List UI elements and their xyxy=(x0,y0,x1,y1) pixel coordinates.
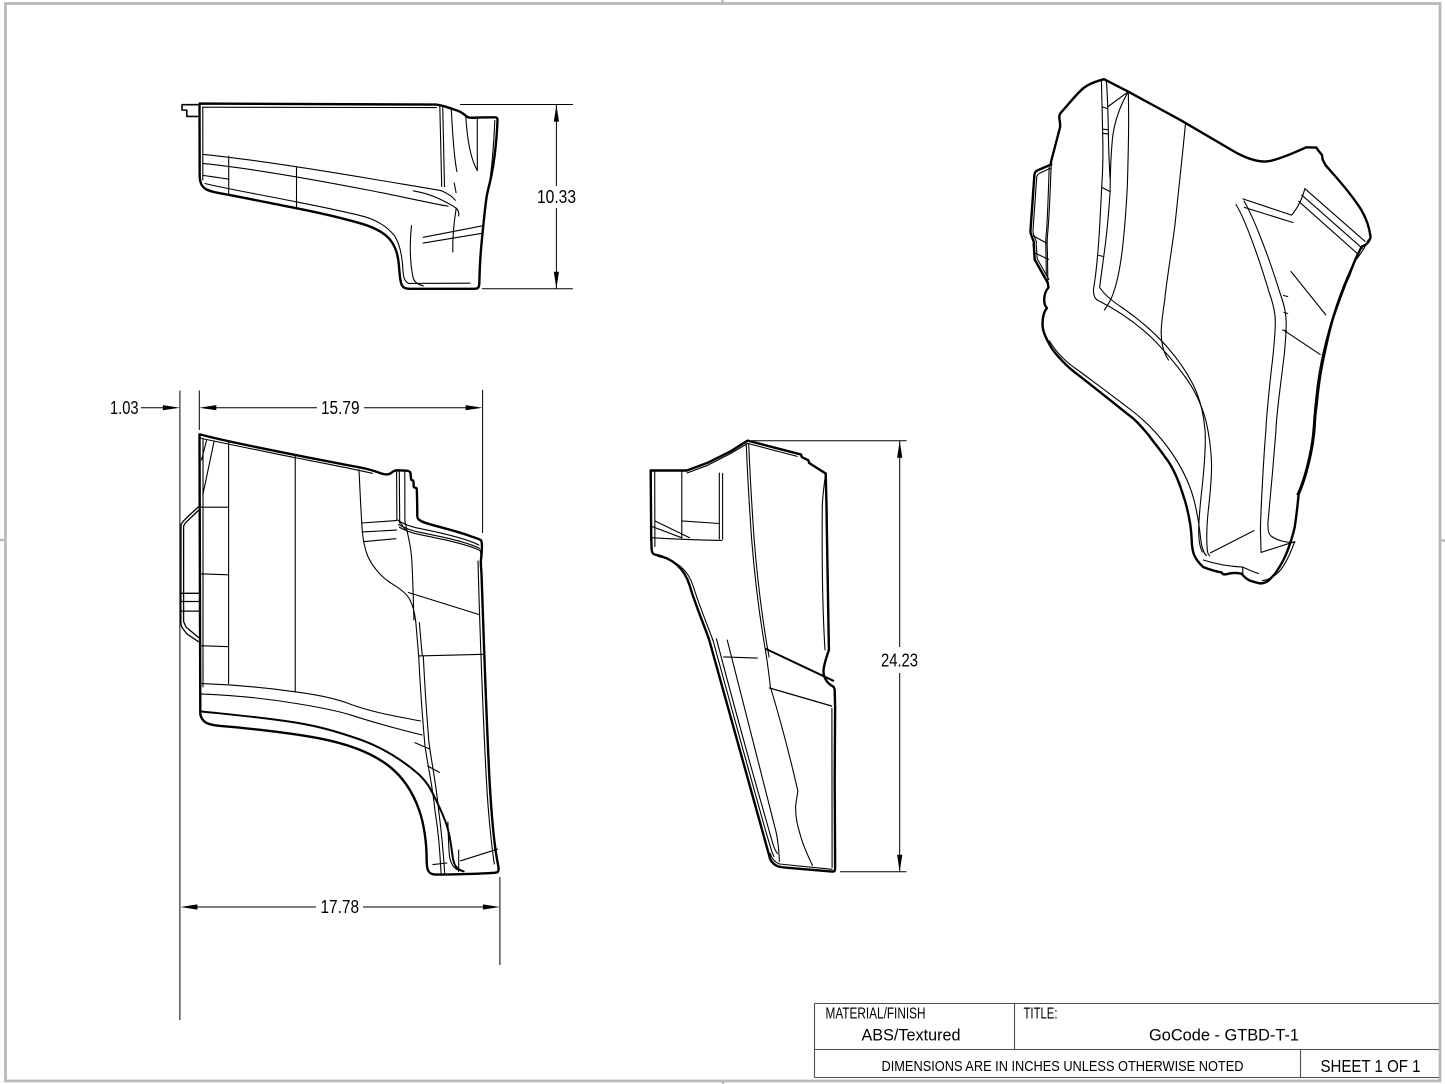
svg-text:24.23: 24.23 xyxy=(881,651,918,671)
svg-text:GoCode - GTBD-T-1: GoCode - GTBD-T-1 xyxy=(1149,1026,1299,1045)
svg-text:MATERIAL/FINISH: MATERIAL/FINISH xyxy=(826,1006,926,1023)
svg-text:15.79: 15.79 xyxy=(321,398,360,418)
svg-text:DIMENSIONS ARE IN INCHES UNLES: DIMENSIONS ARE IN INCHES UNLESS OTHERWIS… xyxy=(882,1058,1244,1075)
svg-text:17.78: 17.78 xyxy=(321,897,360,917)
svg-text:10.33: 10.33 xyxy=(537,187,576,207)
svg-text:ABS/Textured: ABS/Textured xyxy=(862,1026,961,1045)
svg-text:SHEET 1 OF 1: SHEET 1 OF 1 xyxy=(1321,1056,1421,1076)
svg-text:1.03: 1.03 xyxy=(110,398,139,418)
svg-text:TITLE:: TITLE: xyxy=(1024,1006,1058,1023)
